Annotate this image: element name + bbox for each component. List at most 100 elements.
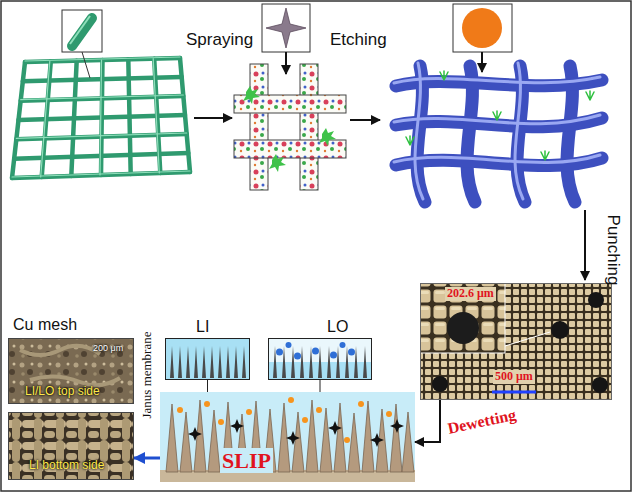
leader-line — [207, 380, 208, 392]
connector-arrow — [134, 457, 160, 460]
text-holder: 202.6 μm — [445, 287, 496, 301]
sprayed-mesh — [234, 64, 346, 190]
slip-surface-part — [188, 419, 404, 447]
wire-inset-part — [70, 16, 90, 44]
step-label: Spraying — [186, 30, 253, 50]
wire-inset — [62, 10, 102, 78]
text-holder: Punching — [603, 215, 623, 286]
etched-mesh-part — [406, 71, 594, 160]
wire-inset-part — [62, 10, 102, 52]
text-holder: LI bottom side — [29, 459, 104, 473]
slip-surface-part-part — [302, 417, 308, 423]
text-holder: Cu mesh — [13, 316, 77, 334]
connector-arrow — [415, 400, 440, 442]
li-inset — [165, 338, 250, 380]
punched-mesh-part — [420, 283, 505, 353]
punched-mesh-part — [447, 312, 479, 344]
etched-mesh-part-part — [493, 111, 501, 120]
text-holder: SLIP — [220, 448, 273, 473]
etched-mesh-part-part — [515, 63, 523, 199]
copper-mesh — [12, 57, 190, 178]
copper-mesh-part — [12, 58, 190, 178]
slip-surface-part-part — [390, 419, 404, 433]
slip-surface-part-part — [230, 419, 244, 433]
li-inset-part — [165, 338, 250, 380]
spray-particle-inset-part — [262, 4, 310, 52]
inset-panel: LI — [165, 338, 250, 380]
slip-surface-part-part — [316, 407, 322, 413]
sprayed-mesh-part-part — [319, 128, 336, 146]
step-label: Etching — [330, 30, 387, 50]
edge-label: Dewetting — [446, 406, 518, 438]
etched-mesh-part — [394, 63, 600, 199]
process-arrow — [350, 119, 380, 121]
scale-bar-label: 200 μm — [93, 343, 123, 353]
sem-image-bottom: LI bottom side — [8, 412, 134, 480]
copper-mesh-part-part — [153, 59, 159, 173]
lo-inset-part-part — [286, 342, 292, 348]
slip-panel: SLIP — [160, 392, 415, 482]
etch-particle-inset-part — [453, 4, 512, 52]
sem-top-image-part — [8, 338, 134, 404]
sprayed-mesh-part-part — [243, 86, 260, 104]
sem-bottom-image — [8, 412, 134, 480]
wire-inset-part — [82, 52, 90, 78]
slip-surface-part-part — [402, 412, 414, 472]
etched-mesh-part-part — [394, 77, 600, 83]
slip-surface-part-part — [320, 408, 332, 472]
text-holder: Dewetting — [446, 406, 518, 438]
etched-mesh-part-part — [406, 136, 414, 145]
copper-mesh-part-part — [128, 59, 130, 174]
spray-particle-inset-part — [285, 52, 287, 74]
li-inset-part-part — [194, 346, 198, 378]
punched-mesh-image: 202.6 μm 500 μm — [420, 283, 612, 400]
punched-mesh-part — [551, 321, 569, 339]
slip-surface-part-part — [358, 401, 364, 407]
text-holder: Janus membrane — [140, 331, 155, 418]
lo-inset — [268, 338, 372, 380]
li-inset-part-part — [242, 346, 246, 378]
lo-inset-part — [268, 338, 372, 380]
spray-particle-inset-part — [266, 8, 306, 48]
wire-inset-part — [72, 18, 92, 46]
slip-surface-part-part — [370, 433, 384, 447]
lo-inset-part-part — [276, 349, 283, 356]
text-holder: Spraying — [186, 30, 253, 50]
lo-inset-part-part — [294, 353, 301, 360]
slip-surface-part-part — [180, 412, 192, 472]
lo-inset-part-part — [291, 346, 295, 378]
lo-inset-part-part — [330, 352, 337, 359]
text-holder: LI — [196, 318, 209, 336]
lo-inset-part-part — [336, 346, 340, 378]
sprayed-mesh-part — [300, 64, 318, 190]
sprayed-mesh-part-part — [269, 154, 286, 172]
li-inset-part — [170, 346, 246, 378]
li-inset-part-part — [218, 346, 222, 378]
copper-mesh-part-part — [25, 57, 180, 61]
etch-particle-inset-part — [481, 52, 483, 72]
text-holder: 500 μm — [493, 370, 535, 384]
slip-surface-part — [160, 392, 415, 482]
copper-mesh-part-part — [154, 59, 160, 173]
lo-inset-part-part — [340, 342, 346, 348]
etched-mesh-part-part — [440, 71, 448, 80]
lo-inset-part-part — [348, 349, 355, 356]
etched-mesh-part-part — [541, 151, 549, 160]
text-holder: LO — [327, 318, 348, 336]
slip-surface-part-part — [348, 413, 360, 472]
slip-surface-part-part — [334, 403, 346, 472]
li-inset-part-part — [186, 346, 190, 378]
copper-mesh-part-part — [12, 171, 190, 177]
copper-mesh-part-part — [42, 61, 51, 177]
slip-surface-part-part — [288, 397, 294, 403]
slip-surface-part-part — [362, 401, 374, 472]
li-inset-part-part — [178, 346, 182, 378]
punched-mesh-part — [588, 292, 604, 308]
surface-label: SLIP — [220, 448, 273, 473]
dimension-label: 202.6 μm — [445, 287, 496, 301]
punched-mesh-part — [432, 376, 448, 392]
inset-heading: LO — [327, 318, 348, 336]
lo-inset-part — [273, 346, 367, 378]
